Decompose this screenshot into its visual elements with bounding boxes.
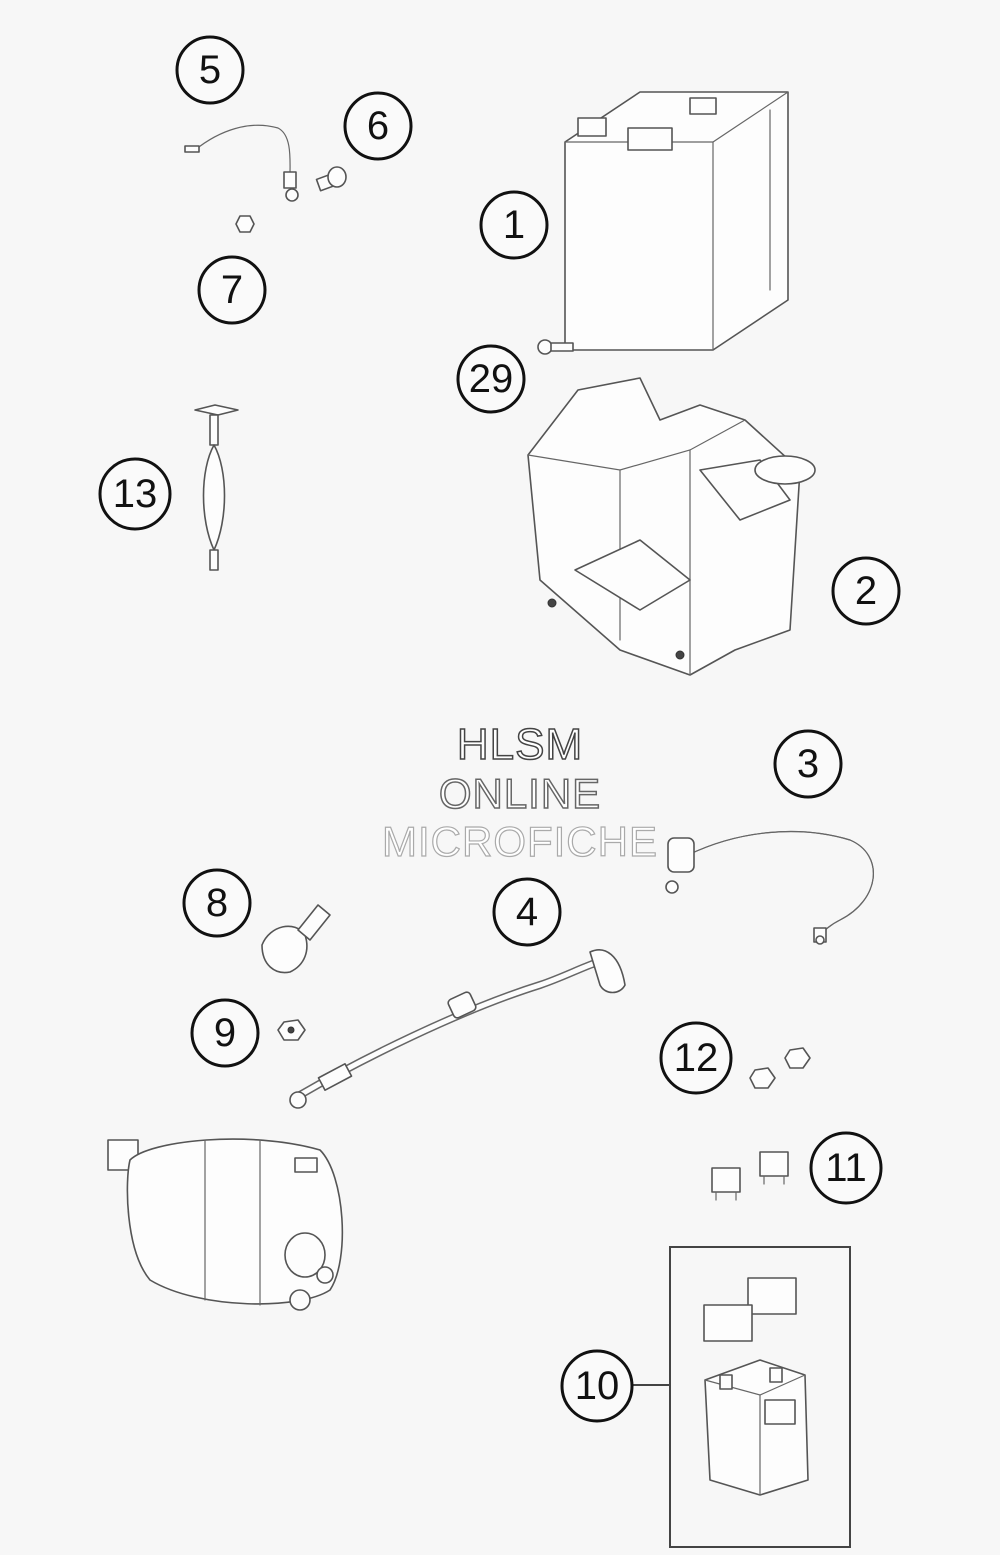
bolt-part[interactable] bbox=[315, 166, 347, 192]
starter-cable-part[interactable] bbox=[289, 949, 626, 1109]
fuse-holder-part[interactable] bbox=[194, 404, 239, 571]
callout-label: 1 bbox=[503, 203, 525, 247]
ground-cable-part[interactable] bbox=[184, 124, 299, 202]
callout-1: 1 bbox=[479, 190, 549, 260]
callout-label: 6 bbox=[367, 104, 389, 148]
callout-13: 13 bbox=[98, 457, 172, 531]
callout-11: 11 bbox=[809, 1131, 883, 1205]
callout-9: 9 bbox=[190, 998, 260, 1068]
callout-label: 4 bbox=[516, 890, 538, 934]
positive-cable-part[interactable] bbox=[665, 830, 874, 945]
starter-nut-part[interactable] bbox=[277, 1019, 306, 1041]
callout-label: 7 bbox=[221, 268, 243, 312]
starter-relay-part[interactable] bbox=[632, 1246, 851, 1548]
callout-6: 6 bbox=[343, 91, 413, 161]
callout-label: 3 bbox=[797, 742, 819, 786]
fuses-part[interactable] bbox=[711, 1151, 789, 1201]
callout-label: 8 bbox=[206, 881, 228, 925]
callout-4: 4 bbox=[492, 877, 562, 947]
watermark-line-2: ONLINE bbox=[438, 769, 602, 818]
callout-label: 2 bbox=[855, 569, 877, 613]
nut-part[interactable] bbox=[235, 215, 255, 233]
box-screw-part[interactable] bbox=[537, 339, 574, 355]
callout-8: 8 bbox=[182, 868, 252, 938]
callout-label: 10 bbox=[575, 1364, 620, 1408]
battery-part[interactable] bbox=[564, 91, 789, 351]
callout-label: 29 bbox=[469, 357, 514, 401]
callout-label: 13 bbox=[113, 472, 158, 516]
callout-label: 12 bbox=[674, 1036, 719, 1080]
callout-label: 9 bbox=[214, 1011, 236, 1055]
watermark-line-1: HLSM bbox=[456, 719, 584, 770]
battery-box-part[interactable] bbox=[527, 377, 816, 676]
callout-12: 12 bbox=[659, 1021, 733, 1095]
watermark-line-3: MICROFICHE bbox=[381, 817, 658, 865]
callout-10: 10 bbox=[560, 1349, 634, 1423]
callout-label: 11 bbox=[825, 1146, 867, 1190]
callout-29: 29 bbox=[456, 344, 526, 414]
callout-label: 5 bbox=[199, 48, 221, 92]
callout-5: 5 bbox=[175, 35, 245, 105]
callout-7: 7 bbox=[197, 255, 267, 325]
callout-3: 3 bbox=[773, 729, 843, 799]
starter-motor-part[interactable] bbox=[107, 1138, 344, 1311]
callout-2: 2 bbox=[831, 556, 901, 626]
relay-nuts-part[interactable] bbox=[749, 1047, 811, 1089]
terminal-cap-part[interactable] bbox=[261, 904, 331, 974]
